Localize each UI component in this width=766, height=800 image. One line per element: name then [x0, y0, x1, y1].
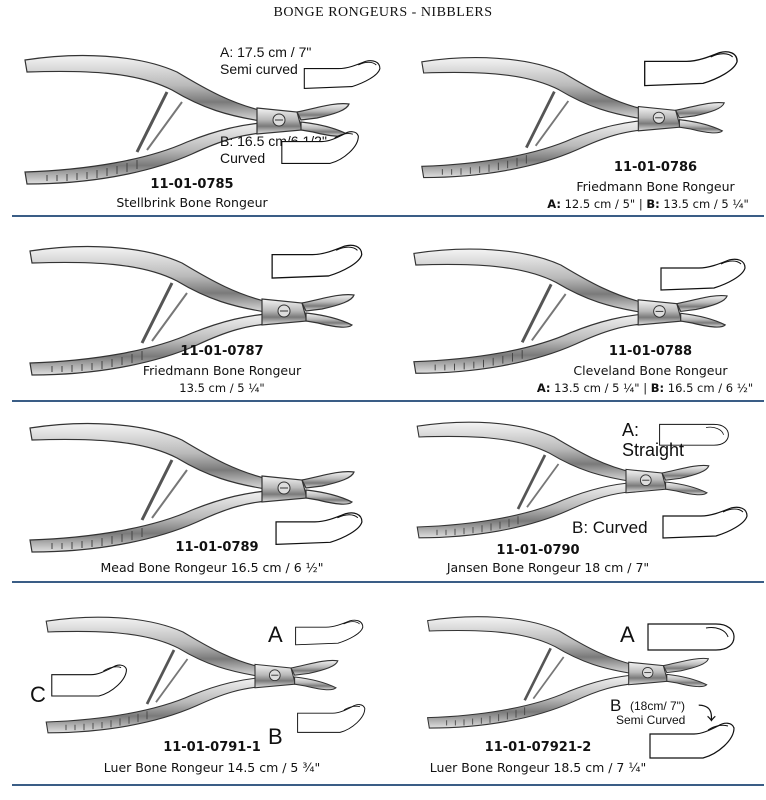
variant-b-label: B: [268, 724, 283, 749]
tip-semi-curved-icon: [649, 722, 735, 759]
variant-a-sub: Semi curved: [220, 61, 298, 77]
tip-curved-icon: [51, 664, 128, 697]
product-code: 11-01-0787: [180, 344, 264, 359]
section-divider: [12, 400, 764, 402]
section-divider: [12, 784, 764, 786]
product-size: 13.5 cm / 5 ¼": [179, 381, 265, 395]
product-name: Mead Bone Rongeur 16.5 cm / 6 ½": [100, 560, 324, 575]
tip-curved-icon: [296, 703, 366, 734]
tip-semi-curved-icon: [303, 60, 381, 89]
tip-curved-icon: [644, 51, 738, 87]
product-card: A: Straight B: Curved 11-01-0790 Jansen …: [398, 410, 766, 600]
variant-a-label: A:: [622, 420, 640, 440]
variant-a-label: A: [620, 622, 635, 647]
tip-curved-icon: [271, 244, 363, 279]
curved-arrow-icon: ⤵: [698, 704, 716, 724]
product-card: A B (18cm/ 7") Semi Curved ⤵ 11-01-07921…: [398, 600, 766, 790]
page-title: BONGE RONGEURS - NIBBLERS: [273, 5, 493, 20]
tip-curved-icon: [660, 258, 746, 291]
product-card: 11-01-0786 Friedmann Bone Rongeur A: 12.…: [398, 40, 766, 230]
variant-b-size: (18cm/ 7"): [630, 699, 685, 713]
product-size: A: 13.5 cm / 5 ¼" | B: 16.5 cm / 6 ½": [536, 381, 754, 395]
product-name: Friedmann Bone Rongeur: [576, 179, 735, 194]
section-divider: [12, 215, 764, 217]
product-code: 11-01-07921-2: [484, 740, 592, 755]
product-card: A C B 11-01-0791-1 Luer Bone Rongeur 14.…: [12, 600, 382, 790]
product-code: 11-01-0788: [608, 344, 693, 359]
tip-curved-icon: [281, 130, 360, 165]
tip-curved-icon: [662, 506, 748, 539]
product-code: 11-01-0791-1: [163, 740, 261, 755]
product-code: 11-01-0785: [150, 177, 234, 192]
variant-a-label: A: 17.5 cm / 7": [220, 44, 312, 60]
variant-c-label: C: [30, 682, 46, 707]
product-card: 11-01-0787 Friedmann Bone Rongeur 13.5 c…: [12, 225, 382, 415]
variant-b-label: B: [610, 696, 622, 715]
product-name: Stellbrink Bone Rongeur: [116, 195, 268, 210]
section-divider: [12, 581, 764, 583]
tip-straight-icon: [295, 619, 364, 646]
product-name: Luer Bone Rongeur 14.5 cm / 5 ¾": [103, 760, 321, 775]
product-code: 11-01-0790: [496, 543, 580, 558]
product-name: Friedmann Bone Rongeur: [142, 363, 302, 378]
product-name: Cleveland Bone Rongeur: [573, 363, 728, 378]
product-card: 11-01-0788 Cleveland Bone Rongeur A: 13.…: [398, 228, 766, 418]
tip-straight-icon: [647, 623, 735, 651]
variant-a-label: A: [268, 622, 283, 647]
product-card: A: 17.5 cm / 7" Semi curved B: 16.5 cm/6…: [12, 30, 382, 220]
variant-b-label: B: Curved: [572, 518, 648, 537]
product-card: 11-01-0789 Mead Bone Rongeur 16.5 cm / 6…: [12, 410, 382, 600]
product-name: Luer Bone Rongeur 18.5 cm / 7 ¼": [429, 760, 647, 775]
product-name: Jansen Bone Rongeur 18 cm / 7": [446, 560, 650, 575]
product-size: A: 12.5 cm / 5" | B: 13.5 cm / 5 ¼": [547, 197, 749, 211]
variant-a-sub: Straight: [622, 440, 685, 460]
variant-b-sub: Semi Curved: [616, 713, 686, 727]
product-code: 11-01-0789: [175, 540, 259, 555]
variant-b-sub: Curved: [220, 150, 266, 166]
product-code: 11-01-0786: [613, 160, 698, 175]
